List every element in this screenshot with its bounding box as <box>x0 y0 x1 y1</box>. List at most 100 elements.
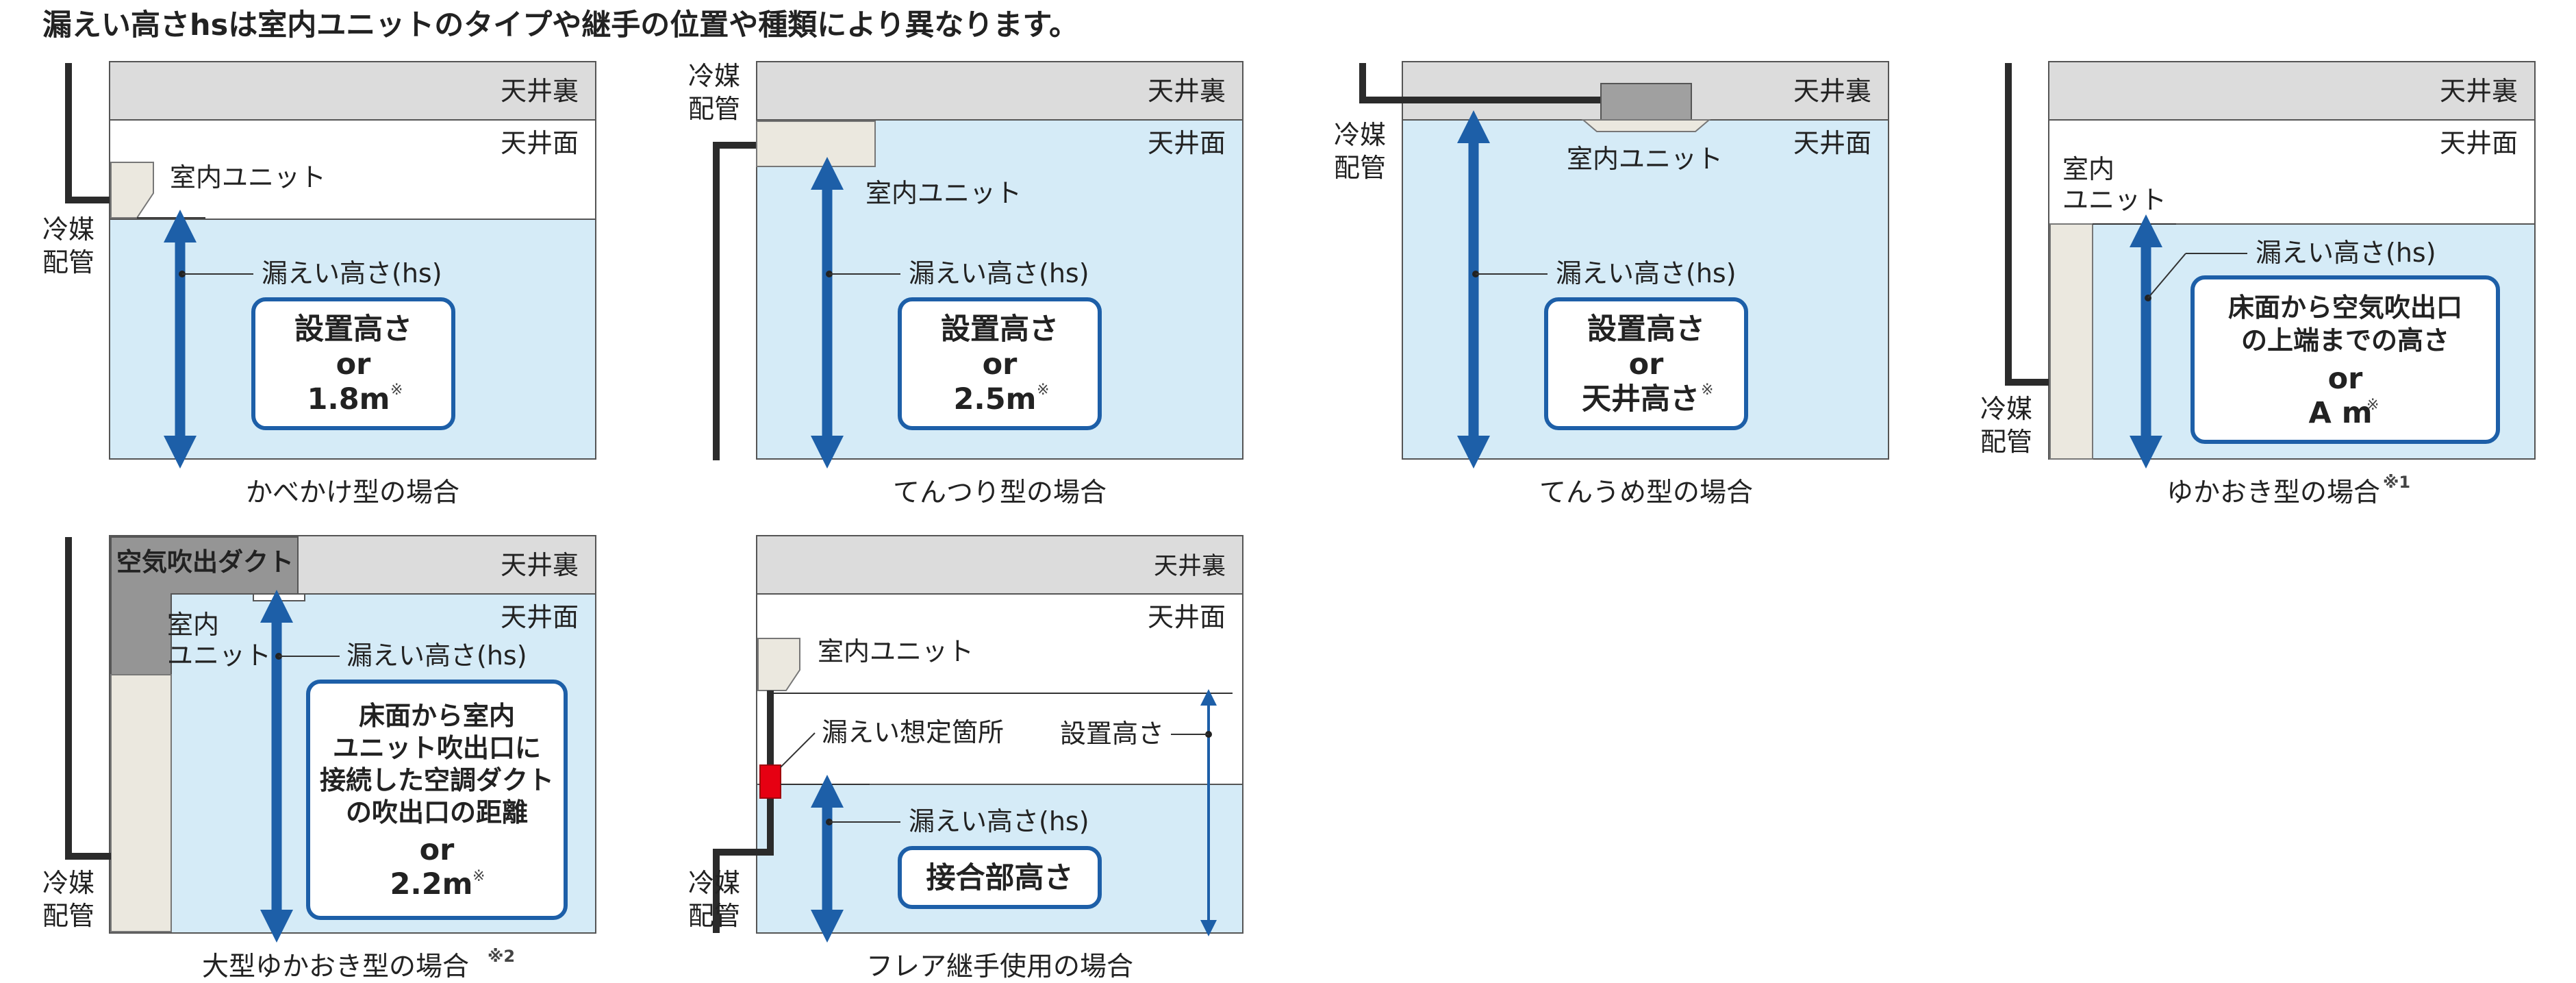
room-white <box>2048 119 2536 225</box>
leak-point-label: 漏えい想定箇所 <box>822 717 1004 747</box>
ceiling-void <box>756 535 1243 595</box>
ceiling-surface-label: 天井面 <box>1793 128 1871 158</box>
panel-flare: 天井裏 天井面 室内ユニット 漏えい想定箇所 冷媒 配管 漏えい高さ(hs) 接… <box>688 535 1243 982</box>
box-line-2: ユニット吹出口に <box>333 733 541 763</box>
leak-height-label: 漏えい高さ(hs) <box>346 640 527 671</box>
ceiling-void-label: 天井裏 <box>1154 553 1226 580</box>
indoor-unit-label: 室内ユニット <box>866 178 1022 208</box>
height-box <box>306 680 568 920</box>
ceiling-surface-label: 天井面 <box>2440 128 2518 158</box>
height-box <box>898 846 1102 909</box>
box-line-2: or <box>336 347 372 382</box>
pipe-label-1: 冷媒 <box>42 868 94 898</box>
ceiling-surface-label: 天井面 <box>1148 602 1226 632</box>
box-line-3: 1.8m <box>307 382 390 416</box>
leak-point <box>759 764 781 799</box>
ceiling-void-label: 天井裏 <box>2440 76 2518 106</box>
height-box <box>251 297 455 430</box>
box-line-2: or <box>1629 347 1665 382</box>
indoor-unit <box>757 638 800 691</box>
indoor-unit-label: 室内ユニット <box>1567 144 1723 174</box>
ceiling-void <box>2048 61 2536 121</box>
panel-cassette: 天井裏 天井面 室内ユニット 冷媒 配管 漏えい高さ(hs) 設置高さ or 天… <box>1334 61 1889 508</box>
leak-point-leader <box>780 732 816 768</box>
indoor-unit <box>110 162 154 219</box>
indoor-unit <box>756 121 876 167</box>
indoor-unit-label-1: 室内 <box>167 610 219 640</box>
pipe-label-1: 冷媒 <box>1980 394 2032 424</box>
refrigerant-pipe <box>1359 63 1601 103</box>
pipe-label-2: 配管 <box>1334 153 1386 183</box>
ceiling-surface-label: 天井面 <box>501 602 579 632</box>
leak-height-label: 漏えい高さ(hs) <box>909 258 1089 288</box>
indoor-unit-label-2: ユニット <box>2062 185 2167 215</box>
leak-height-label: 漏えい高さ(hs) <box>2256 238 2436 268</box>
pipe-label-2: 配管 <box>42 247 94 277</box>
ceiling-surface-label: 天井面 <box>501 128 579 158</box>
duct-label: 空気吹出ダクト <box>116 547 294 577</box>
note-mark: ※ <box>390 382 403 399</box>
height-box <box>1544 297 1748 430</box>
box-line-1: 床面から室内 <box>359 701 515 731</box>
box-line-1: 床面から空気吹出口 <box>2228 293 2462 323</box>
box-line-5: or <box>420 833 455 867</box>
box-line-1: 設置高さ <box>1587 312 1705 347</box>
box-line-1: 設置高さ <box>294 312 412 347</box>
pipe-label-2: 配管 <box>688 94 740 124</box>
ceiling-void <box>109 61 596 121</box>
box-line-3: or <box>2328 362 2364 396</box>
box-line-3: 接続した空調ダクト <box>320 765 554 795</box>
panel-suspended: 天井裏 天井面 冷媒 配管 室内ユニット 漏えい高さ(hs) 設置高さ or 2… <box>688 61 1243 508</box>
box-line-1: 設置高さ <box>941 312 1059 347</box>
refrigerant-pipe <box>65 63 110 203</box>
indoor-unit <box>110 674 172 932</box>
caption: フレア継手使用の場合 <box>866 951 1133 982</box>
caption: てんうめ型の場合 <box>1539 477 1753 508</box>
ceiling-void-label: 天井裏 <box>1793 76 1871 106</box>
ceiling-void-label: 天井裏 <box>501 550 579 580</box>
ceiling-void-label: 天井裏 <box>1148 76 1226 106</box>
ceiling-surface-label: 天井面 <box>1148 128 1226 158</box>
indoor-unit <box>2049 223 2093 460</box>
pipe-label-1: 冷媒 <box>688 868 740 898</box>
room-white <box>756 593 1243 785</box>
leak-height-label: 漏えい高さ(hs) <box>262 258 442 288</box>
box-line-4: の吹出口の距離 <box>346 797 528 828</box>
page-title: 漏えい高さhsは室内ユニットのタイプや継手の位置や種類により異なります。 <box>42 8 1079 42</box>
height-box <box>898 297 1102 430</box>
indoor-unit <box>1600 83 1692 121</box>
note-mark: ※ <box>1037 382 1049 399</box>
refrigerant-pipe <box>65 537 111 860</box>
indoor-unit-label: 室内ユニット <box>170 162 326 192</box>
indoor-unit-panel <box>1581 119 1711 132</box>
pipe-label-2: 配管 <box>42 901 94 931</box>
panel-wall: 天井裏 天井面 室内ユニット 冷媒 配管 漏えい高さ(hs) 設置高さ or 1… <box>42 61 596 508</box>
indoor-unit-label-2: ユニット <box>167 640 271 671</box>
panel-floor: 天井裏 天井面 室内 ユニット 冷媒 配管 漏えい高さ(hs) 床面から空気吹出… <box>1980 61 2536 508</box>
pipe-label-2: 配管 <box>1980 427 2032 457</box>
pipe-label-2: 配管 <box>688 901 740 931</box>
caption-note: ※2 <box>488 947 515 966</box>
indoor-unit-label-1: 室内 <box>2062 154 2114 184</box>
height-box <box>2190 275 2500 444</box>
box-line-2: or <box>983 347 1018 382</box>
leak-height-label: 漏えい高さ(hs) <box>1556 258 1737 288</box>
install-height-label: 設置高さ <box>1060 719 1164 749</box>
box-line-3: 2.5m <box>954 382 1037 416</box>
note-mark: ※ <box>1701 382 1713 399</box>
box-line-1: 接合部高さ <box>926 861 1074 895</box>
pipe-label-1: 冷媒 <box>688 61 740 91</box>
leak-height-label: 漏えい高さ(hs) <box>909 806 1089 836</box>
pipe-label-1: 冷媒 <box>1334 120 1386 150</box>
refrigerant-pipe <box>2005 63 2049 386</box>
caption-note: ※1 <box>2383 473 2410 492</box>
caption: かべかけ型の場合 <box>246 477 459 508</box>
pipe-label-1: 冷媒 <box>42 214 94 245</box>
indoor-unit-label: 室内ユニット <box>818 636 974 667</box>
box-line-3: 天井高さ <box>1582 382 1700 416</box>
panel-large-floor: 天井裏 天井面 空気吹出ダクト 室内 ユニット 冷媒 配管 漏えい高さ(hs) … <box>42 535 596 982</box>
refrigerant-pipe <box>713 142 757 460</box>
caption: ゆかおき型の場合 <box>2167 477 2380 508</box>
caption: 大型ゆかおき型の場合 <box>202 951 469 982</box>
